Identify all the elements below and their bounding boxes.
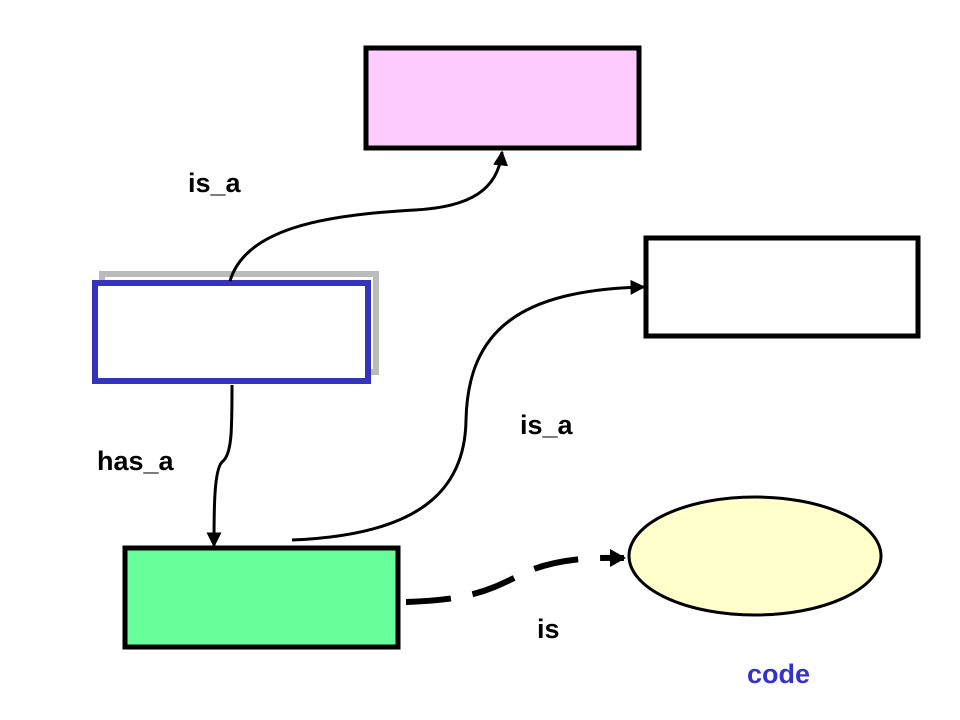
is-a-arrow-top <box>228 150 509 282</box>
green-box <box>122 545 401 650</box>
has-a-arrow <box>206 384 234 548</box>
label-code: code <box>747 659 810 689</box>
blue-box <box>92 280 371 384</box>
is-dashed-arrow <box>405 554 625 605</box>
label-right-is-a: is_a <box>520 410 574 440</box>
is-arrowhead <box>610 549 626 567</box>
label-top-is-a: is_a <box>188 168 242 198</box>
label-has-a: has_a <box>97 446 175 476</box>
is-a-arrow-right <box>291 279 646 542</box>
pink-box <box>363 45 642 151</box>
yellow-ellipse <box>627 495 883 617</box>
white-box <box>643 235 921 339</box>
label-is: is <box>537 614 560 644</box>
